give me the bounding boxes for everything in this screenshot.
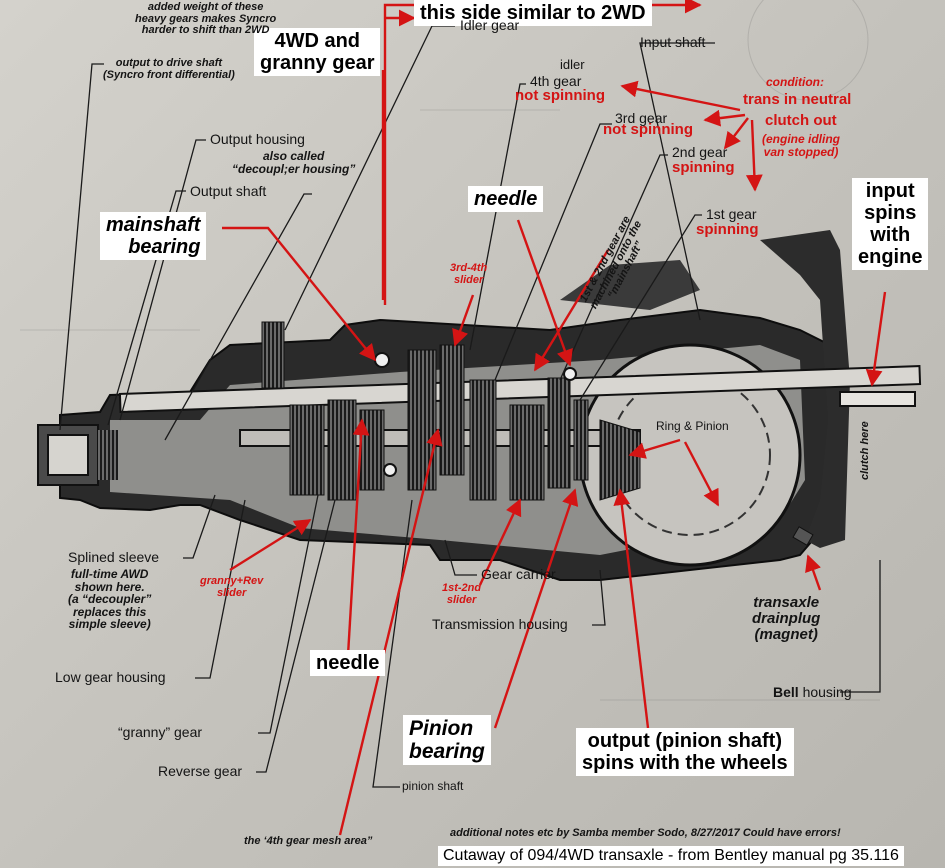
label-4wd-line1: 4WD and bbox=[274, 30, 361, 52]
label-low-gear-housing: Low gear housing bbox=[55, 669, 166, 685]
label-output-line1: output (pinion shaft) bbox=[587, 730, 782, 752]
label-output-housing-aka: also called “decoupl;er housing” bbox=[232, 150, 355, 175]
label-bell-housing: Bell housing bbox=[773, 685, 852, 700]
label-housing: housing bbox=[798, 684, 852, 700]
label-transaxle-drainplug: transaxle drainplug (magnet) bbox=[752, 595, 820, 642]
note-slider12-line2: slider bbox=[446, 593, 477, 606]
label-output-pinion-shaft: output (pinion shaft) spins with the whe… bbox=[576, 728, 794, 776]
note-awd-line5: simple sleeve) bbox=[68, 617, 151, 632]
note-clutch-out: clutch out bbox=[765, 112, 837, 129]
note-output-drive-shaft: output to drive shaft (Syncro front diff… bbox=[103, 57, 235, 81]
note-4th-not-spinning: not spinning bbox=[515, 87, 605, 104]
note-full-time-awd: full-time AWD shown here. (a “decoupler”… bbox=[68, 568, 151, 631]
note-awd-line2: shown here. bbox=[74, 579, 145, 594]
gears bbox=[261, 321, 814, 546]
note-slider12-line1: 1st-2nd bbox=[442, 582, 482, 594]
label-needle-top: needle bbox=[468, 186, 544, 212]
note-awd-line1: full-time AWD bbox=[70, 567, 149, 581]
label-2nd-gear: 2nd gear bbox=[672, 144, 728, 160]
label-4th-gear-mesh: the ‘4th gear mesh area” bbox=[244, 835, 373, 847]
label-4wd-granny: 4WD and granny gear bbox=[254, 28, 381, 76]
note-weight-line1: added weight of these bbox=[147, 1, 264, 13]
label-3rd-gear: 3rd gear bbox=[615, 110, 668, 126]
label-idler-gear: Idler gear bbox=[460, 17, 520, 33]
note-3rd-not-spinning: not spinning bbox=[603, 121, 693, 138]
label-input-line4: engine bbox=[858, 246, 923, 268]
label-ring-pinion: Ring & Pinion bbox=[656, 419, 729, 433]
label-transmission-housing: Transmission housing bbox=[432, 616, 568, 632]
note-output-line2: (Syncro front differential) bbox=[103, 68, 235, 81]
label-reverse-gear: Reverse gear bbox=[158, 763, 243, 779]
label-mainshaft-bearing: mainshaft bearing bbox=[100, 212, 207, 260]
label-aka-line2: “decoupl;er housing” bbox=[232, 161, 356, 176]
label-bell: Bell bbox=[773, 684, 799, 700]
label-output-shaft: Output shaft bbox=[190, 183, 267, 199]
label-pinion-shaft: pinion shaft bbox=[402, 779, 464, 793]
label-similar-2wd: this side similar to 2WD bbox=[414, 0, 652, 26]
note-2nd-spinning: spinning bbox=[672, 159, 735, 176]
note-weight-line3: harder to shift than 2WD bbox=[141, 24, 270, 37]
label-pinion-line2: bearing bbox=[409, 740, 485, 764]
note-idling-line1: (engine idling bbox=[762, 132, 840, 146]
note-awd-line4: replaces this bbox=[72, 604, 147, 619]
label-input-line2: spins bbox=[864, 202, 917, 224]
label-gear-carrier: Gear carrier bbox=[481, 566, 556, 582]
label-input-line3: with bbox=[870, 224, 911, 246]
note-grannyrev-line2: slider bbox=[216, 586, 247, 599]
label-idler: idler bbox=[560, 57, 585, 72]
note-1st-2nd-slider: 1st-2nd slider bbox=[442, 582, 482, 606]
label-drainplug-line1: transaxle bbox=[753, 594, 820, 611]
caption-bentley: Cutaway of 094/4WD transaxle - from Bent… bbox=[438, 846, 904, 866]
note-weight-line2: heavy gears makes Syncro bbox=[135, 12, 277, 25]
label-drainplug-line3: (magnet) bbox=[754, 625, 818, 643]
label-input-line1: input bbox=[865, 180, 915, 202]
note-added-weight: added weight of these heavy gears makes … bbox=[135, 1, 277, 37]
label-drainplug-line2: drainplug bbox=[752, 609, 821, 627]
label-aka-line1: also called bbox=[262, 149, 325, 163]
label-1st-gear: 1st gear bbox=[706, 206, 757, 222]
label-input-spins: input spins with engine bbox=[852, 178, 929, 270]
background-ghost-lines bbox=[20, 0, 880, 701]
note-granny-rev-slider: granny+Rev slider bbox=[200, 575, 264, 599]
label-4th-gear: 4th gear bbox=[530, 73, 582, 89]
note-slider34-line2: slider bbox=[453, 273, 484, 286]
label-input-shaft: Input shaft bbox=[640, 34, 706, 50]
note-condition: condition: bbox=[766, 75, 824, 89]
label-mainshaft-line2: bearing bbox=[128, 236, 201, 258]
note-grannyrev-line1: granny+Rev bbox=[200, 575, 264, 587]
label-granny-gear: “granny” gear bbox=[118, 724, 203, 740]
label-splined-sleeve: Splined sleeve bbox=[68, 549, 160, 565]
note-additional-credits: additional notes etc by Samba member Sod… bbox=[450, 827, 841, 839]
annotation-arrows bbox=[222, 0, 887, 836]
label-pinion-line1: Pinion bbox=[409, 717, 474, 740]
label-mainshaft-line1: mainshaft bbox=[106, 214, 201, 236]
label-output-line2: spins with the wheels bbox=[582, 752, 788, 774]
note-engine-idling: (engine idling van stopped) bbox=[762, 133, 840, 158]
note-1st-spinning: spinning bbox=[696, 221, 759, 238]
label-output-housing: Output housing bbox=[210, 131, 305, 147]
note-trans-neutral: trans in neutral bbox=[743, 91, 852, 108]
note-slider34-line1: 3rd-4th bbox=[450, 262, 488, 274]
note-3rd-4th-slider: 3rd-4th slider bbox=[450, 262, 488, 286]
label-4wd-line2: granny gear bbox=[260, 52, 375, 74]
note-idling-line2: van stopped) bbox=[763, 144, 839, 159]
label-needle-bottom: needle bbox=[310, 650, 386, 676]
note-awd-line3: (a “decoupler” bbox=[68, 592, 152, 607]
note-output-line1: output to drive shaft bbox=[115, 57, 223, 69]
label-pinion-bearing: Pinion bearing bbox=[403, 715, 491, 766]
label-clutch-here: clutch here bbox=[859, 421, 871, 480]
